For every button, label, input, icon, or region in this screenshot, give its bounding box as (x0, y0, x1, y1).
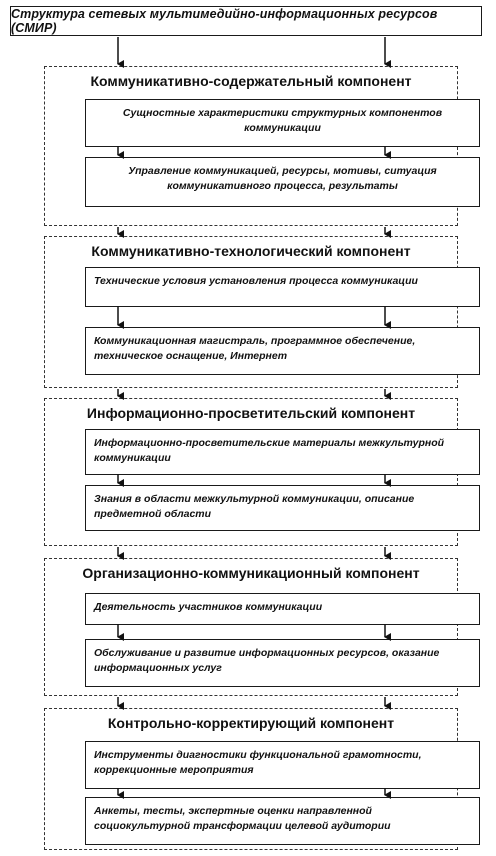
component-box: Анкеты, тесты, экспертные оценки направл… (85, 797, 480, 845)
section-title: Информационно-просветительский компонент (86, 405, 416, 421)
section-title: Коммуникативно-технологический компонент (91, 243, 411, 259)
component-box: Сущностные характеристики структурных ко… (85, 99, 480, 147)
component-box: Деятельность участников коммуникации (85, 593, 480, 625)
component-box: Знания в области межкультурной коммуника… (85, 485, 480, 531)
component-box: Технические условия установления процесс… (85, 267, 480, 307)
section-communicative-content: Коммуникативно-содержательный компонент … (44, 66, 480, 226)
component-box: Обслуживание и развитие информационных р… (85, 639, 480, 687)
component-box: Управление коммуникацией, ресурсы, мотив… (85, 157, 480, 207)
component-box: Коммуникационная магистраль, программное… (85, 327, 480, 375)
section-communicative-technological: Коммуникативно-технологический компонент… (44, 236, 480, 388)
component-box: Инструменты диагностики функциональной г… (85, 741, 480, 789)
section-information-educational: Информационно-просветительский компонент… (44, 398, 480, 546)
section-title: Коммуникативно-содержательный компонент (90, 73, 412, 89)
section-title: Организационно-коммуникационный компонен… (82, 565, 420, 581)
section-control-corrective: Контрольно-корректирующий компонент Инст… (44, 708, 480, 850)
section-title: Контрольно-корректирующий компонент (107, 715, 395, 731)
diagram-title: Структура сетевых мультимедийно-информац… (10, 6, 482, 36)
component-box: Информационно-просветительские материалы… (85, 429, 480, 475)
section-organizational-communication: Организационно-коммуникационный компонен… (44, 558, 480, 696)
